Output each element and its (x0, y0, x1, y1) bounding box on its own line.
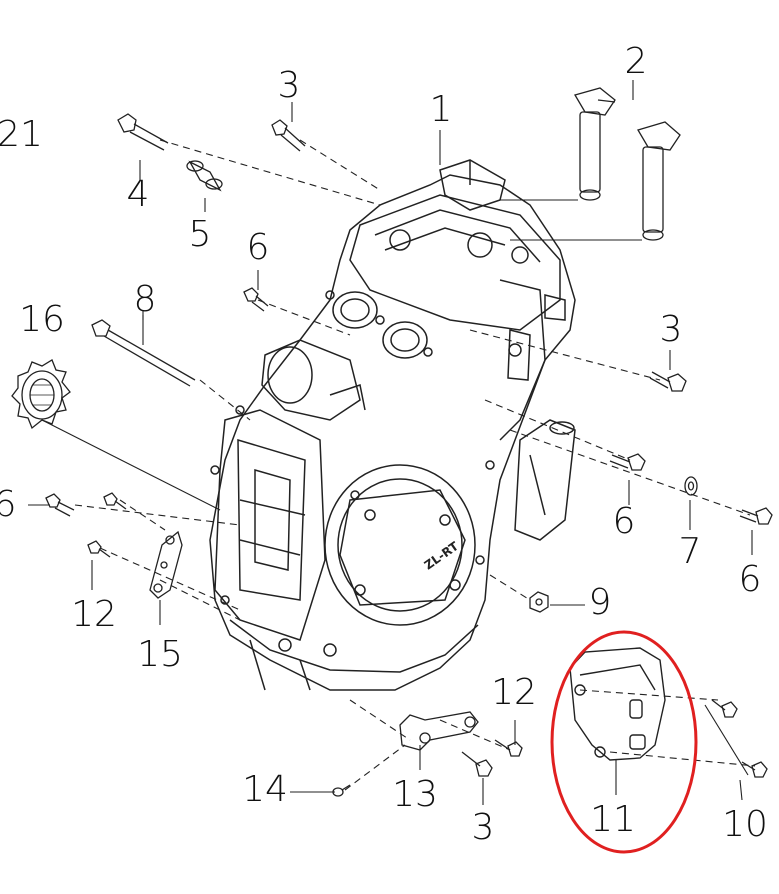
bolt-3-right (649, 371, 687, 392)
label-part-21: 21 (0, 114, 43, 155)
screw-14 (332, 784, 351, 797)
bolt-4 (117, 113, 169, 151)
label-part-13: 13 (392, 774, 438, 815)
label-part-14: 14 (242, 769, 288, 810)
label-part-12-bottom: 12 (491, 672, 537, 713)
bolt-6-right (739, 507, 773, 525)
label-part-2: 2 (624, 41, 648, 82)
label-part-15: 15 (137, 634, 183, 675)
solid-leaders (28, 80, 753, 805)
bolt-6-top (243, 287, 269, 312)
sprocket-16 (11, 359, 71, 430)
label-part-4: 4 (126, 174, 150, 215)
label-part-16: 16 (19, 299, 65, 340)
label-part-3-top: 3 (277, 65, 301, 106)
label-part-6-left: 6 (0, 484, 17, 525)
bracket-15 (149, 530, 183, 599)
bolt-3-bottom (461, 751, 493, 777)
engine-block (209, 159, 576, 691)
coil-right (637, 121, 681, 241)
label-part-3-bottom: 3 (471, 807, 495, 848)
bolt-6-left (45, 493, 75, 517)
label-part-3-right: 3 (659, 309, 683, 350)
bolt-8-long (91, 319, 196, 387)
label-part-10: 10 (722, 804, 768, 845)
label-part-1: 1 (429, 89, 453, 130)
bolts-12-left (87, 492, 127, 558)
label-part-6-mid: 6 (612, 501, 636, 542)
leader-lines (74, 139, 756, 791)
bolt-6-mid (609, 453, 646, 471)
bolt-12-bottom (494, 739, 523, 757)
bolts-10 (711, 699, 768, 778)
spacer-5 (186, 160, 223, 192)
bolt-3-top (271, 119, 306, 152)
label-part-9: 9 (588, 582, 612, 623)
highlight-ellipse (550, 630, 698, 854)
nut-9 (529, 591, 549, 613)
label-part-6-right: 6 (738, 559, 762, 600)
label-part-5: 5 (188, 214, 212, 255)
label-part-11: 11 (590, 799, 636, 840)
label-part-12-left: 12 (71, 594, 117, 635)
coil-left (574, 87, 616, 201)
washer-7 (684, 476, 698, 496)
label-part-7: 7 (678, 531, 702, 572)
label-part-8: 8 (133, 279, 157, 320)
cover-11 (569, 647, 666, 761)
label-part-6-top: 6 (246, 227, 270, 268)
bracket-13 (399, 711, 479, 751)
